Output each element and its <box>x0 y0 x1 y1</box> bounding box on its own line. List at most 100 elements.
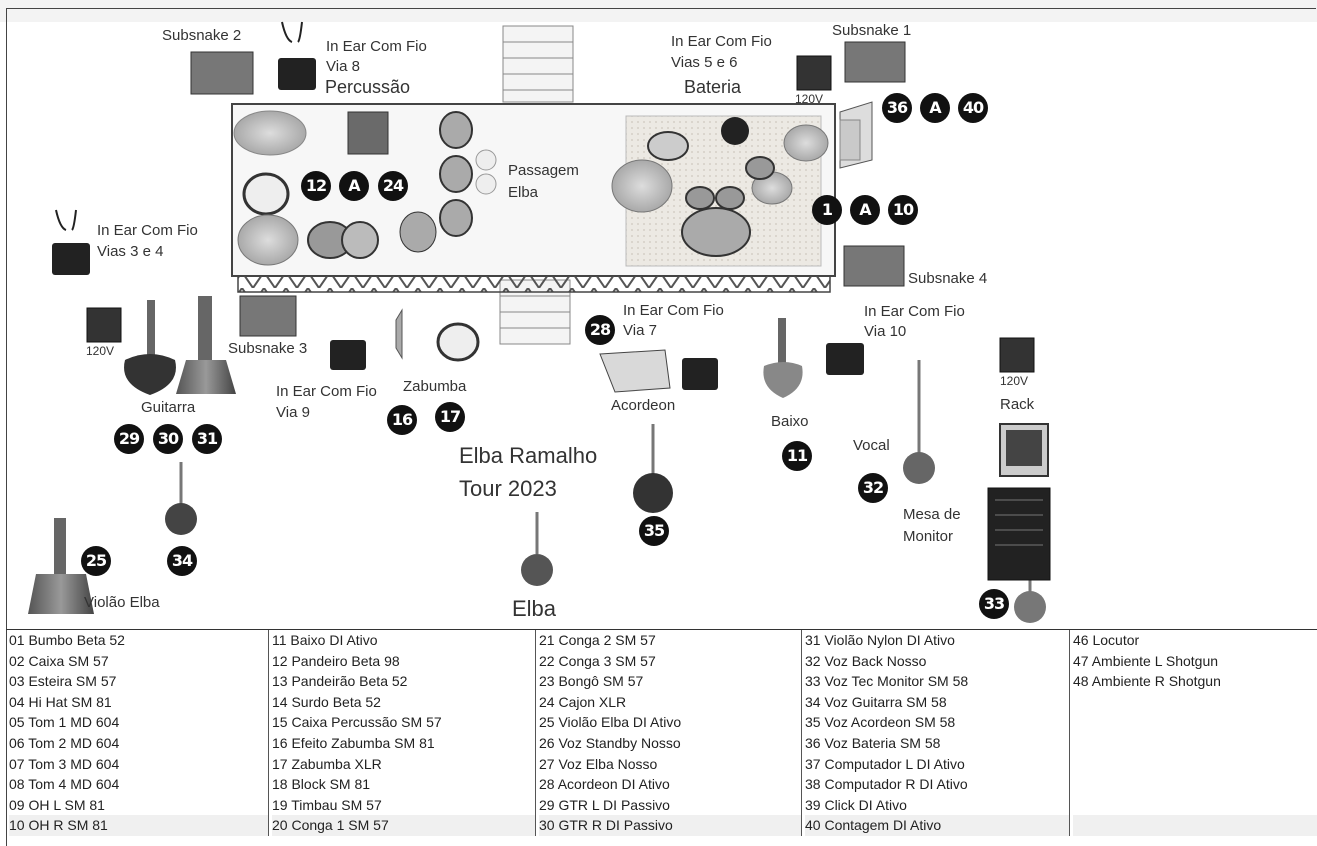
patch-item: 34 Voz Guitarra SM 58 <box>805 693 947 710</box>
patch-item: 22 Conga 3 SM 57 <box>539 652 656 669</box>
patch-item: 01 Bumbo Beta 52 <box>9 632 125 648</box>
patch-item: 07 Tom 3 MD 604 <box>9 755 120 772</box>
channel-badge-28: 28 <box>585 315 615 345</box>
patch-item: 14 Surdo Beta 52 <box>272 693 381 710</box>
power-outlet-left <box>86 307 122 343</box>
top-strip <box>0 0 1317 22</box>
guitarra-label: Guitarra <box>141 399 196 416</box>
tour-title-1: Elba Ramalho <box>459 443 598 468</box>
inear-vias34-label-1: In Ear Com Fio <box>97 222 198 239</box>
inear-via7-label-2: Via 7 <box>623 322 657 339</box>
patch-list-top-rule <box>6 629 1317 630</box>
patch-item: 48 Ambiente R Shotgun <box>1073 673 1221 690</box>
baixo-label: Baixo <box>771 413 809 430</box>
patch-column-5: 46 Locutor 47 Ambiente L Shotgun 48 Ambi… <box>1069 630 1317 836</box>
channel-badge-29: 29 <box>114 424 144 454</box>
channel-badge-34: 34 <box>167 546 197 576</box>
accordion <box>599 349 671 393</box>
outlet-left-label: 120V <box>86 344 115 358</box>
patch-item: 37 Computador L DI Ativo <box>805 755 965 772</box>
patch-item: 04 Hi Hat SM 81 <box>9 693 112 710</box>
channel-badge-12: 12 <box>301 171 331 201</box>
patch-item: 13 Pandeirão Beta 52 <box>272 673 408 690</box>
patch-item <box>1073 692 1317 713</box>
channel-badge-32: 32 <box>858 473 888 503</box>
outlet-top-label: 120V <box>795 92 824 106</box>
patch-item: 02 Caixa SM 57 <box>9 652 109 669</box>
subsnake-2-label: Subsnake 2 <box>162 27 242 44</box>
inear-pack-via8 <box>278 21 316 90</box>
patch-item: 31 Violão Nylon DI Ativo <box>805 632 955 648</box>
power-outlet-right <box>999 337 1035 373</box>
laptop <box>839 101 873 169</box>
patch-item: 17 Zabumba XLR <box>272 755 382 772</box>
channel-badge-24: 24 <box>378 171 408 201</box>
inear-vias56-label-1: In Ear Com Fio <box>671 33 772 50</box>
riser-steps-top <box>502 25 574 103</box>
patch-item: 05 Tom 1 MD 604 <box>9 714 120 731</box>
tour-title-2: Tour 2023 <box>459 476 557 501</box>
patch-item: 38 Computador R DI Ativo <box>805 776 968 793</box>
patch-item: 21 Conga 2 SM 57 <box>539 632 656 648</box>
channel-badge-a-top: A <box>920 93 950 123</box>
patch-item <box>1073 815 1317 836</box>
channel-badge-30: 30 <box>153 424 183 454</box>
patch-item: 28 Acordeon DI Ativo <box>539 776 670 793</box>
mic-stand-32 <box>903 360 935 484</box>
bateria-label: Bateria <box>684 77 742 97</box>
rack-case <box>999 423 1049 477</box>
inear-pack-via10 <box>826 343 864 375</box>
stage-plot-frame <box>6 8 1316 846</box>
patch-item: 33 Voz Tec Monitor SM 58 <box>805 673 969 690</box>
patch-item <box>1073 795 1317 816</box>
acordeon-label: Acordeon <box>611 397 676 414</box>
inear-vias56-label-2: Vias 5 e 6 <box>671 54 738 71</box>
patch-item <box>1073 733 1317 754</box>
patch-item: 11 Baixo DI Ativo <box>272 632 378 648</box>
patch-item: 35 Voz Acordeon SM 58 <box>805 714 956 731</box>
patch-item: 09 OH L SM 81 <box>9 796 105 813</box>
passagem-label-2: Elba <box>508 184 539 201</box>
subsnake-3-box <box>239 295 297 337</box>
stage-plot-drawing <box>28 21 1051 623</box>
inear-via8-label-2: Via 8 <box>326 58 360 75</box>
subsnake-2-box <box>190 51 254 95</box>
channel-badge-10: 10 <box>888 195 918 225</box>
subsnake-1-label: Subsnake 1 <box>832 22 912 39</box>
mesa-label-1: Mesa de <box>903 506 961 523</box>
drum-kit <box>611 117 829 257</box>
electric-guitar <box>124 300 176 395</box>
patch-item: 39 Click DI Ativo <box>805 796 907 813</box>
inear-via7-label-1: In Ear Com Fio <box>623 302 724 319</box>
channel-badge-a-perc: A <box>339 171 369 201</box>
patch-column-1: 01 Bumbo Beta 52 02 Caixa SM 57 03 Estei… <box>6 630 269 836</box>
patch-list-table: 01 Bumbo Beta 52 02 Caixa SM 57 03 Estei… <box>6 630 1317 836</box>
inear-vias34-label-2: Vias 3 e 4 <box>97 243 164 260</box>
percussion-kit <box>233 110 497 266</box>
channel-badge-16: 16 <box>387 405 417 435</box>
channel-badge-17: 17 <box>435 402 465 432</box>
inear-via9-label-2: Via 9 <box>276 404 310 421</box>
monitor-mixer <box>987 487 1051 581</box>
patch-item: 23 Bongô SM 57 <box>539 673 644 690</box>
patch-item <box>1073 754 1317 775</box>
patch-item: 30 GTR R DI Passivo <box>539 815 801 836</box>
patch-item <box>1073 774 1317 795</box>
subsnake-4-box <box>843 245 905 287</box>
inear-pack-via9 <box>330 340 366 370</box>
patch-item: 06 Tom 2 MD 604 <box>9 734 120 751</box>
patch-column-4: 31 Violão Nylon DI Ativo 32 Voz Back Nos… <box>801 630 1070 836</box>
patch-item: 25 Violão Elba DI Ativo <box>539 714 682 731</box>
inear-pack-via7 <box>682 358 718 390</box>
patch-item: 15 Caixa Percussão SM 57 <box>272 714 442 731</box>
violao-elba-guitar <box>28 518 94 614</box>
passagem-label-1: Passagem <box>508 162 579 179</box>
outlet-right-label: 120V <box>1000 374 1029 388</box>
channel-badge-a-drums: A <box>850 195 880 225</box>
patch-column-3: 21 Conga 2 SM 57 22 Conga 3 SM 57 23 Bon… <box>535 630 802 836</box>
patch-item: 18 Block SM 81 <box>272 776 371 793</box>
patch-item: 16 Efeito Zabumba SM 81 <box>272 734 435 751</box>
patch-item <box>1073 712 1317 733</box>
bass-guitar <box>763 318 803 398</box>
patch-item: 20 Conga 1 SM 57 <box>272 815 535 836</box>
